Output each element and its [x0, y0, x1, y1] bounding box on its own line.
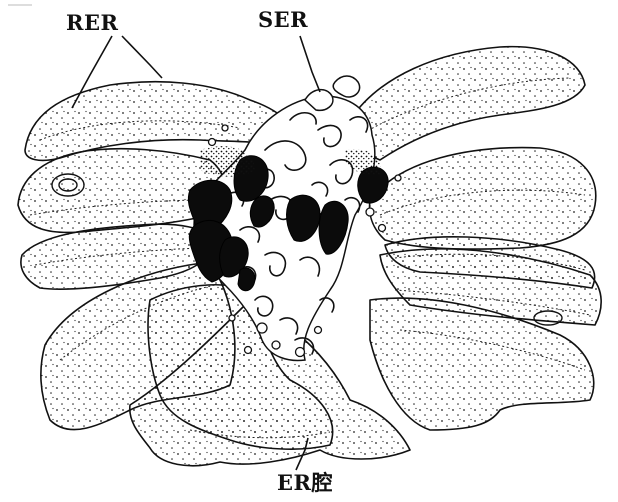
- er-lumen-label: ER腔: [277, 472, 333, 493]
- ser-label: SER: [258, 9, 308, 30]
- ser-leader: [300, 36, 320, 92]
- rer-sheet-top-right: [350, 47, 585, 160]
- rer-label: RER: [66, 12, 118, 33]
- rer-leader-right: [122, 36, 162, 78]
- rer-sheet-right-upper: [370, 148, 596, 249]
